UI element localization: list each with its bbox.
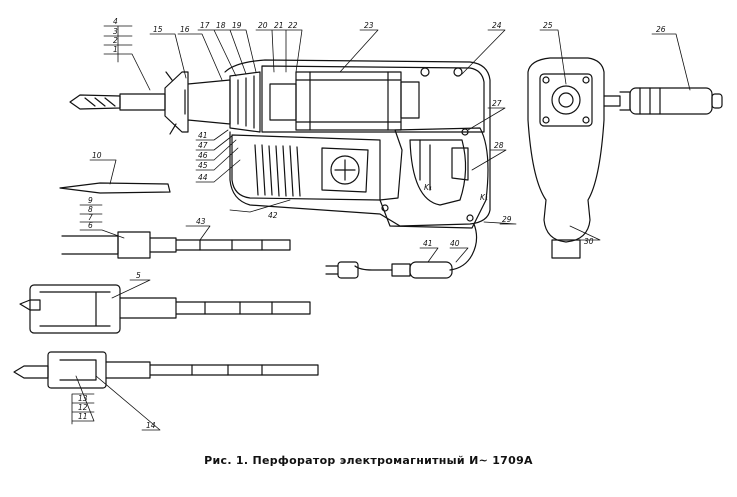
front-chuck: [164, 71, 231, 133]
callout-12: 12: [78, 403, 88, 412]
callout-6: 6: [88, 221, 93, 230]
callout-30: 30: [584, 237, 594, 246]
callout-4: 4: [113, 17, 118, 26]
callout-10: 10: [92, 151, 102, 160]
callout-45: 45: [198, 161, 208, 170]
callout-11: 11: [78, 412, 88, 421]
gear-block: [229, 71, 261, 133]
drill-bit: [69, 94, 121, 110]
callout-41: 41: [423, 239, 433, 248]
callout-15: 15: [153, 25, 163, 34]
stator: [295, 71, 402, 131]
motor-housing: [224, 59, 491, 227]
callout-26: 26: [656, 25, 666, 34]
callout-5: 5: [136, 271, 141, 280]
callout-40: 40: [450, 239, 460, 248]
callout-28: 28: [494, 141, 504, 150]
callout-23: 23: [364, 21, 374, 30]
callout-7: 7: [88, 213, 93, 222]
callout-17: 17: [200, 21, 210, 30]
tool-shank: [119, 93, 166, 111]
callout-1: 1: [113, 45, 118, 54]
adapter-43: [61, 231, 291, 259]
callout-14: 14: [146, 421, 156, 430]
perforator-body: [69, 59, 491, 229]
callout-42: 42: [268, 211, 278, 220]
core-bit-5: [19, 284, 311, 334]
callout-3: 3: [113, 27, 118, 36]
trigger: [451, 147, 469, 181]
rear-housing: [527, 57, 605, 243]
callout-43: 43: [196, 217, 206, 226]
lower-housing: [231, 134, 381, 201]
callout-20: 20: [258, 21, 268, 30]
callout-13: 13: [78, 394, 88, 403]
power-cord: [325, 223, 478, 279]
callout-19: 19: [232, 21, 242, 30]
rear-view: [527, 57, 723, 259]
callout-9: 9: [88, 196, 93, 205]
callout-numbers: 4 3 2 1 15 16 17 18 19 20 21 22 23 24 25…: [78, 17, 666, 430]
callout-8: 8: [88, 205, 93, 214]
callout-24: 24: [492, 21, 502, 30]
figure-caption: Рис. 1. Перфоратор электромагнитный И~ 1…: [204, 454, 533, 467]
callout-29: 29: [502, 215, 512, 224]
callout-21: 21: [274, 21, 284, 30]
callout-46: 46: [198, 151, 208, 160]
callout-25: 25: [543, 21, 553, 30]
callout-lines: [71, 25, 691, 431]
pistol-grip: [379, 127, 489, 229]
callout-41b: 41: [198, 131, 208, 140]
bit-holder-14: [13, 351, 319, 389]
callout-22: 22: [288, 21, 298, 30]
callout-47: 47: [198, 141, 208, 150]
chisel: [59, 182, 171, 194]
mark-k2: K₁: [480, 193, 488, 202]
callout-27: 27: [492, 99, 502, 108]
mark-k1: K₁: [424, 183, 432, 192]
callout-18: 18: [216, 21, 226, 30]
callout-16: 16: [180, 25, 190, 34]
callout-2: 2: [113, 36, 118, 45]
callout-44: 44: [198, 173, 208, 182]
side-handle: [603, 91, 631, 111]
